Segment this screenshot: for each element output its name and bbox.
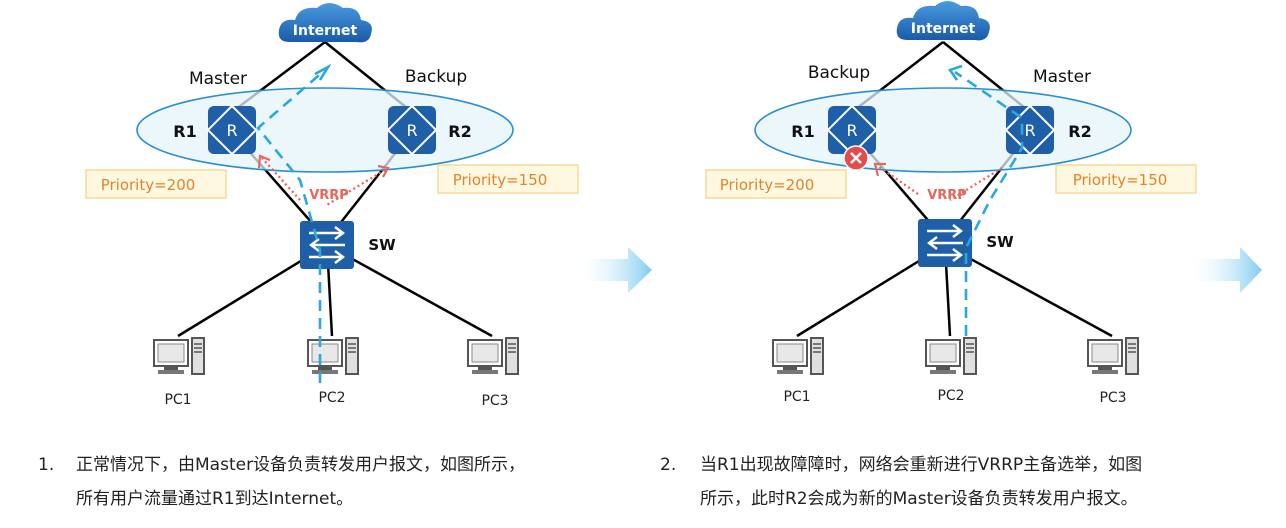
pc1-icon	[153, 337, 205, 375]
pc2-label: PC2	[937, 388, 964, 404]
role-r1-label: Backup	[808, 63, 870, 83]
pc1-label: PC1	[783, 389, 810, 405]
priority-r2-label: Priority=150	[1073, 171, 1168, 189]
traffic-flow-path	[256, 69, 326, 383]
switch-icon	[298, 219, 356, 271]
vrrp-label: VRRP	[309, 188, 349, 203]
transition-arrow-1	[581, 247, 652, 293]
link-sw-pc3	[944, 243, 1113, 338]
router-r2-icon	[386, 104, 438, 156]
vrrp-advert-arrowhead-r2	[377, 164, 390, 178]
role-r2-label: Master	[1033, 67, 1091, 87]
vrrp-label: VRRP	[927, 188, 967, 203]
priority-r2-box	[1055, 164, 1197, 194]
priority-r2-box	[437, 164, 579, 194]
r2-label: R2	[448, 122, 471, 141]
traffic-flow-path	[954, 70, 1024, 336]
pc3-label: PC3	[481, 393, 508, 409]
pc3-label: PC3	[1099, 390, 1126, 406]
switch-icon	[916, 217, 974, 269]
role-r2-label: Backup	[405, 67, 467, 87]
r1-label: R1	[173, 122, 196, 141]
caption-step-1: 1. 正常情况下，由Master设备负责转发用户报文，如图所示， 所有用户流量通…	[38, 448, 648, 516]
pc1-label: PC1	[164, 392, 191, 408]
vrrp-advert-path	[324, 168, 386, 208]
internet-label: Internet	[293, 23, 358, 39]
caption-step-2: 2. 当R1出现故障障时，网络会重新进行VRRP主备选举，如图 所示，此时R2会…	[660, 448, 1280, 516]
router-r1-icon	[206, 104, 258, 156]
priority-r1-box	[705, 169, 847, 199]
caption-line-2: 所有用户流量通过R1到达Internet。	[76, 489, 354, 509]
vrrp-advert-path-r1	[877, 165, 919, 195]
caption-number: 1.	[38, 455, 55, 475]
caption-number: 2.	[660, 455, 677, 475]
traffic-flow-arrowhead	[947, 64, 963, 81]
link-sw-pc3	[326, 243, 493, 338]
transition-arrow-2	[1193, 247, 1262, 293]
caption-line-2: 所示，此时R2会成为新的Master设备负责转发用户报文。	[700, 489, 1138, 509]
right-topology: Internet Backup Master R1 R2 Priority=20…	[705, 1, 1197, 406]
caption-line-1: 正常情况下，由Master设备负责转发用户报文，如图所示，	[76, 455, 526, 475]
traffic-flow-arrowhead	[314, 63, 332, 81]
pc1-icon	[772, 337, 824, 375]
sw-label: SW	[368, 236, 396, 254]
pc2-icon	[307, 337, 359, 375]
sw-label: SW	[986, 233, 1014, 251]
vrrp-advert-path	[949, 166, 1003, 202]
vrrp-advert-arrowhead-r1	[873, 162, 886, 177]
fault-icon	[843, 145, 869, 171]
pc2-label: PC2	[318, 390, 345, 406]
r1-label: R1	[791, 122, 814, 141]
pc2-icon	[925, 337, 977, 375]
r2-label: R2	[1068, 122, 1091, 141]
priority-r1-label: Priority=200	[101, 176, 196, 194]
priority-r2-label: Priority=150	[453, 171, 548, 189]
priority-r1-box	[85, 169, 227, 199]
pc3-icon	[1087, 337, 1139, 375]
role-r1-label: Master	[189, 69, 247, 89]
caption-line-1: 当R1出现故障障时，网络会重新进行VRRP主备选举，如图	[700, 455, 1143, 475]
left-topology: Internet Master Backup R1 R2 Priority=20…	[85, 3, 579, 409]
internet-label: Internet	[911, 21, 976, 37]
pc3-icon	[467, 337, 519, 375]
priority-r1-label: Priority=200	[720, 176, 815, 194]
vrrp-advert-arrowhead-r1	[257, 154, 271, 169]
